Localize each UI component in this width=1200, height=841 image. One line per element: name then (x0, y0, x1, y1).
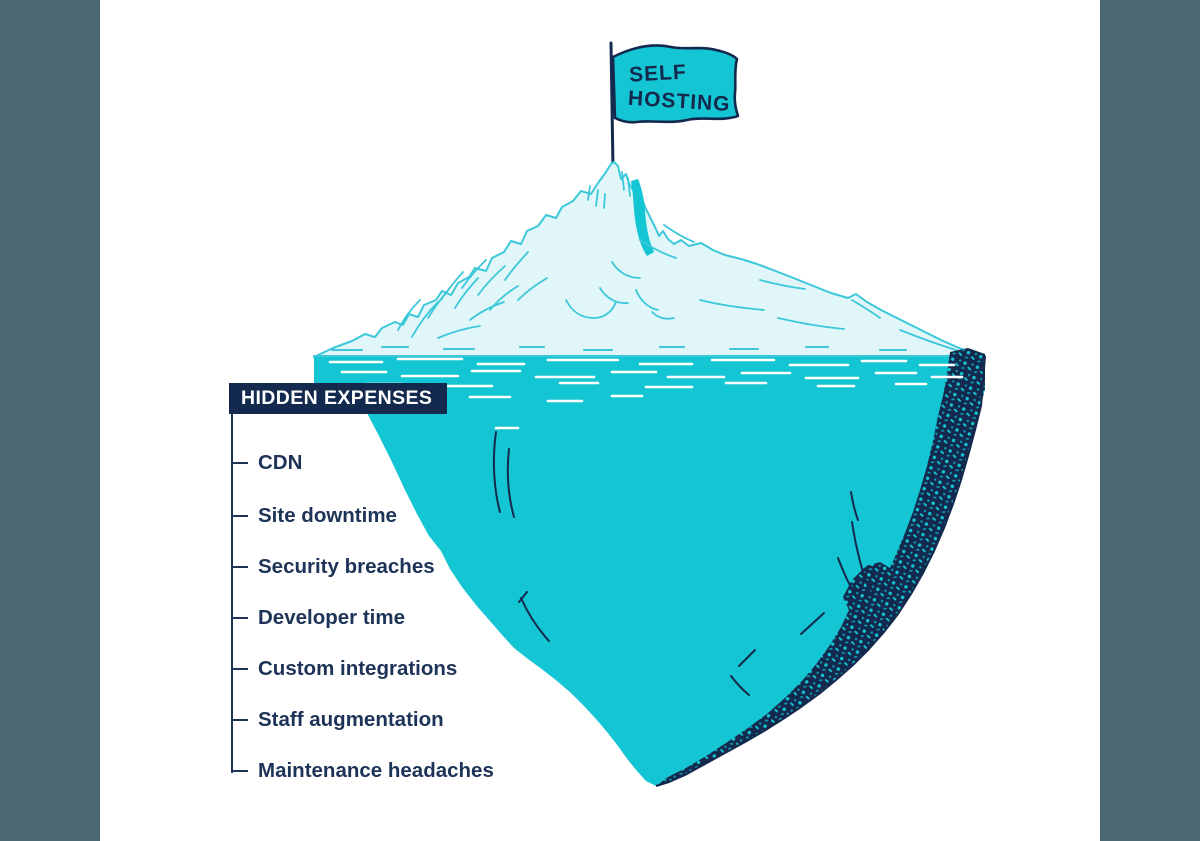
expense-item: CDN (233, 450, 302, 476)
dark-rock-edge (656, 348, 985, 786)
water-surface-streaks (328, 357, 964, 430)
expense-item: Maintenance headaches (233, 758, 494, 784)
expense-item: Site downtime (233, 503, 397, 529)
flag-pole (609, 41, 615, 170)
tick-mark-icon (233, 667, 248, 671)
underwater-cracks (492, 431, 871, 696)
expense-item: Developer time (233, 605, 405, 631)
hidden-expenses-title: HIDDEN EXPENSES (241, 387, 433, 409)
tick-mark-icon (233, 769, 248, 773)
expense-label: Site downtime (258, 504, 397, 527)
tick-mark-icon (233, 461, 248, 465)
hidden-expenses-label: HIDDEN EXPENSES (229, 383, 448, 414)
expense-label: Staff augmentation (258, 708, 444, 731)
expense-label: Custom integrations (258, 657, 458, 680)
expense-label: Security breaches (258, 555, 435, 578)
rock-edge-outline (655, 355, 986, 787)
tick-mark-icon (233, 514, 248, 518)
waterline-teal-dashes (331, 346, 907, 351)
expense-label: Developer time (258, 606, 405, 629)
self-hosting-flag: SELF HOSTING (611, 44, 740, 124)
expense-item: Custom integrations (233, 656, 457, 682)
ice-sketch-lines (397, 171, 973, 356)
tick-mark-icon (233, 718, 248, 722)
tick-mark-icon (233, 565, 248, 569)
peak-crevasse (631, 179, 654, 256)
expense-item: Staff augmentation (233, 707, 444, 733)
expense-item: Security breaches (233, 554, 435, 580)
flag-text-line1: SELF (629, 61, 688, 87)
expenses-bracket: CDN Site downtime Security breaches Deve… (231, 414, 563, 782)
expense-label: CDN (258, 451, 303, 474)
iceberg-above-water (313, 161, 986, 358)
flag-banner (611, 44, 740, 124)
tick-mark-icon (233, 616, 248, 620)
expense-label: Maintenance headaches (258, 759, 494, 782)
